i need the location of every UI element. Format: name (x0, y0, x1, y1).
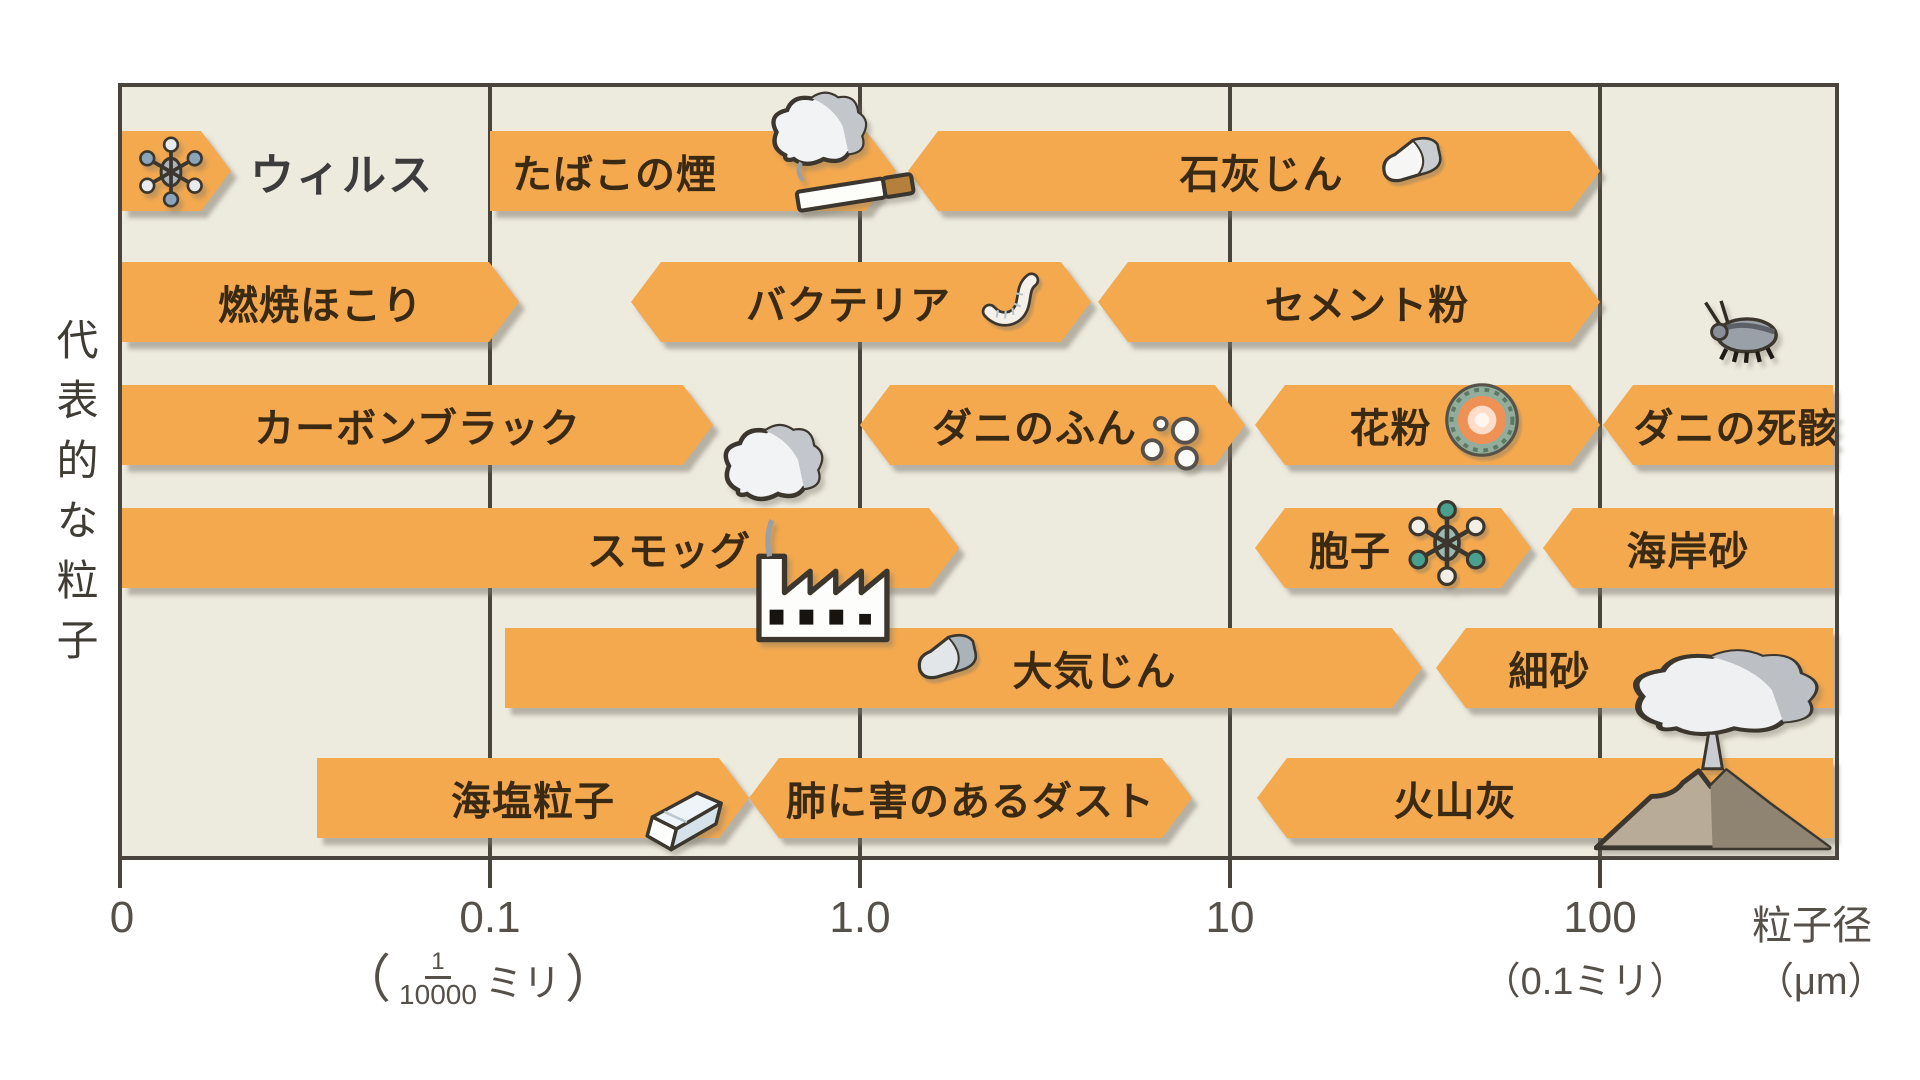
fraction-denominator: 10000 (399, 979, 477, 1010)
mite-icon (1674, 294, 1806, 380)
x-tick-100: 100 (1563, 893, 1637, 942)
bar-label-lime-dust: 石灰じん (978, 131, 1670, 211)
bar-shape (749, 758, 1192, 838)
bar-label-atmospheric-dust: 大気じん (575, 628, 1492, 708)
bar-shape (122, 262, 519, 342)
bubbles-icon (1122, 398, 1234, 484)
x-tick-0.1-note: （ 1 10000 ミリ ） (339, 950, 617, 1009)
bar-label-combustion-dust: 燃焼ほこり (122, 262, 519, 342)
bar-shape (122, 508, 959, 588)
bar-label-sea-salt: 海塩粒子 (317, 758, 749, 838)
salt-icon (624, 786, 746, 872)
x-axis-title: 粒子径 (1752, 904, 1872, 948)
bar-shape (1098, 262, 1600, 342)
flake-icon (891, 631, 1003, 705)
bar-label-text: ダニのふん (932, 407, 1137, 451)
particle-bar-pollen: 花粉 (1255, 383, 1600, 465)
fraction-numerator: 1 (425, 950, 451, 979)
bar-label-fine-sand: 細砂 (1351, 628, 1748, 708)
bar-label-coastal-sand: 海岸砂 (1543, 508, 1833, 588)
particle-bar-atmospheric-dust: 大気じん (505, 628, 1422, 708)
paren-open: （ (339, 950, 392, 1009)
volcano-icon (1593, 648, 1836, 856)
bar-shape (908, 131, 1600, 211)
bar-label-text: バクテリア (746, 284, 951, 328)
flake-icon (1354, 134, 1469, 208)
bar-shape (631, 262, 1091, 342)
gridline-10 (1228, 85, 1232, 888)
bar-label-text: たばこの煙 (512, 153, 717, 197)
bar-shape (1255, 508, 1531, 588)
particle-bar-combustion-dust: 燃焼ほこり (122, 262, 519, 342)
bar-label-text: 石灰じん (1179, 153, 1344, 197)
bar-label-text: 火山灰 (1393, 780, 1517, 824)
virus-icon (130, 134, 212, 210)
bar-label-text: 肺に害のあるダスト (786, 780, 1155, 824)
particle-bar-mite-feces: ダニのふん (860, 385, 1245, 465)
particle-bar-smog: スモッグ (122, 508, 959, 588)
particle-bar-bacteria: バクテリア (631, 262, 1091, 342)
bar-label-pollen: 花粉 (1263, 383, 1608, 465)
x-tick-1.0: 1.0 (829, 893, 891, 942)
particle-bar-cement-powder: セメント粉 (1098, 262, 1600, 342)
bar-label-bacteria: バクテリア (676, 262, 1136, 342)
bar-label-text: 胞子 (1309, 530, 1391, 574)
bar-label-text: 燃焼ほこり (218, 284, 423, 328)
bar-shape (1603, 385, 1833, 465)
bar-label-text: 細砂 (1508, 650, 1591, 694)
bar-label-text: 大気じん (1012, 650, 1177, 694)
bar-label-volcanic-ash: 火山灰 (1167, 758, 1743, 838)
cigarette-icon (793, 160, 925, 214)
bar-label-spores: 胞子 (1263, 499, 1539, 588)
fraction: 1 10000 (399, 950, 477, 1009)
factory-icon (744, 502, 904, 648)
bar-label-mite-feces: ダニのふん (842, 385, 1227, 465)
smoke-cloud-icon (684, 420, 852, 520)
x-axis-unit: （μm） (1756, 961, 1886, 1003)
bar-label-text: 海塩粒子 (451, 780, 615, 824)
particle-bar-coastal-sand: 海岸砂 (1543, 508, 1833, 588)
bar-label-text: セメント粉 (1264, 284, 1470, 328)
gridline-1.0 (858, 85, 862, 888)
bar-label-virus: ウィルス (250, 151, 434, 200)
pollen-icon (1442, 380, 1522, 470)
spore-icon (1401, 497, 1493, 599)
bar-label-dead-mite: ダニの死骸 (1621, 385, 1851, 465)
smoke-cloud-icon (733, 88, 895, 184)
gridline-0.1 (488, 85, 492, 888)
x-tick-0: 0 (109, 893, 135, 942)
x-tick-10: 10 (1205, 893, 1255, 942)
worm-icon (961, 267, 1066, 337)
bar-label-carbon-black: カーボンブラック (122, 385, 713, 465)
particle-bar-carbon-black: カーボンブラック (122, 385, 713, 465)
x-tick-100-note: （0.1ミリ） (1482, 961, 1688, 1003)
paren-close: ） (564, 950, 617, 1009)
gridline-100 (1598, 85, 1602, 888)
bar-shape (122, 385, 713, 465)
bar-label-text: 海岸砂 (1626, 530, 1750, 574)
y-axis-label: 代表的な粒子 (51, 318, 98, 678)
particle-bar-lime-dust: 石灰じん (908, 131, 1600, 211)
tick-0 (118, 858, 122, 888)
bar-label-text: カーボンブラック (254, 407, 581, 451)
bar-shape (1543, 508, 1833, 588)
plot-area (118, 83, 1839, 860)
particle-bar-harmful-lung-dust: 肺に害のあるダスト (749, 758, 1192, 838)
particle-bar-dead-mite: ダニの死骸 (1603, 385, 1838, 465)
bar-label-text: スモッグ (587, 530, 751, 574)
particle-bar-spores: 胞子 (1255, 499, 1531, 588)
bar-label-text: ダニの死骸 (1633, 407, 1839, 451)
bar-label-text: 花粉 (1349, 407, 1432, 451)
bar-label-smog: スモッグ (122, 508, 959, 588)
bar-label-harmful-lung-dust: 肺に害のあるダスト (749, 758, 1192, 838)
bar-label-cement-powder: セメント粉 (1116, 262, 1618, 342)
x-tick-0.1: 0.1 (459, 893, 521, 942)
bar-label-tobacco-smoke: たばこの煙 (490, 131, 896, 211)
bar-shape (1255, 385, 1600, 465)
fraction-unit: ミリ (484, 963, 561, 1005)
